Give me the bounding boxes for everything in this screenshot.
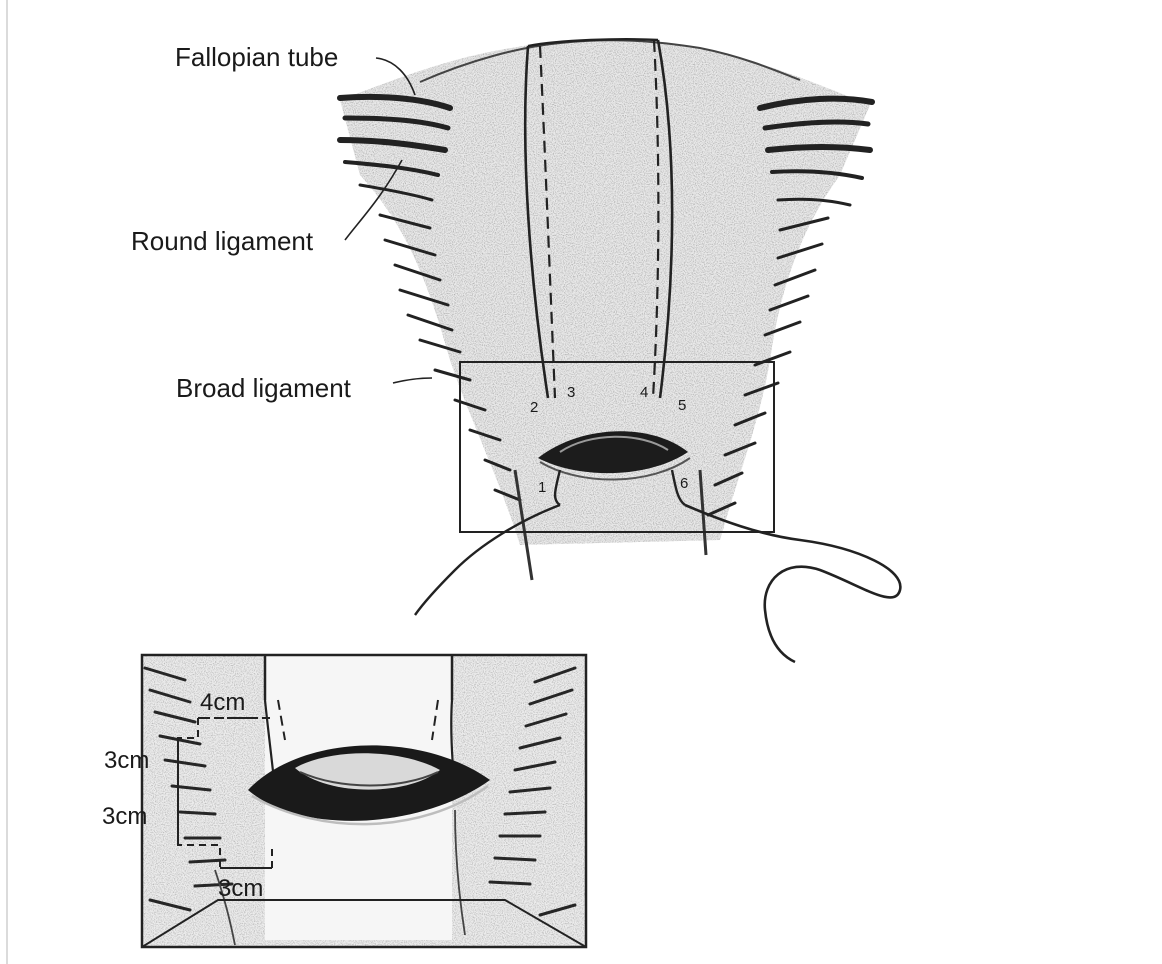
dimension-left-upper: 3cm bbox=[104, 747, 149, 774]
suture-point-4: 4 bbox=[640, 384, 648, 401]
label-round-ligament: Round ligament bbox=[131, 226, 314, 256]
label-broad-ligament: Broad ligament bbox=[176, 373, 352, 403]
inset-detail: 4cm 3cm 3cm 3cm bbox=[102, 655, 586, 947]
label-fallopian-tube: Fallopian tube bbox=[175, 42, 338, 72]
suture-point-2: 2 bbox=[530, 399, 538, 416]
suture-point-5: 5 bbox=[678, 397, 686, 414]
suture-point-3: 3 bbox=[567, 384, 575, 401]
suture-point-6: 6 bbox=[680, 475, 688, 492]
dimension-bottom: 3cm bbox=[218, 875, 263, 902]
dimension-left-lower: 3cm bbox=[102, 803, 147, 830]
dimension-top: 4cm bbox=[200, 689, 245, 716]
uterus-illustration: 1 2 3 4 5 6 bbox=[330, 30, 900, 662]
suture-point-1: 1 bbox=[538, 479, 546, 496]
